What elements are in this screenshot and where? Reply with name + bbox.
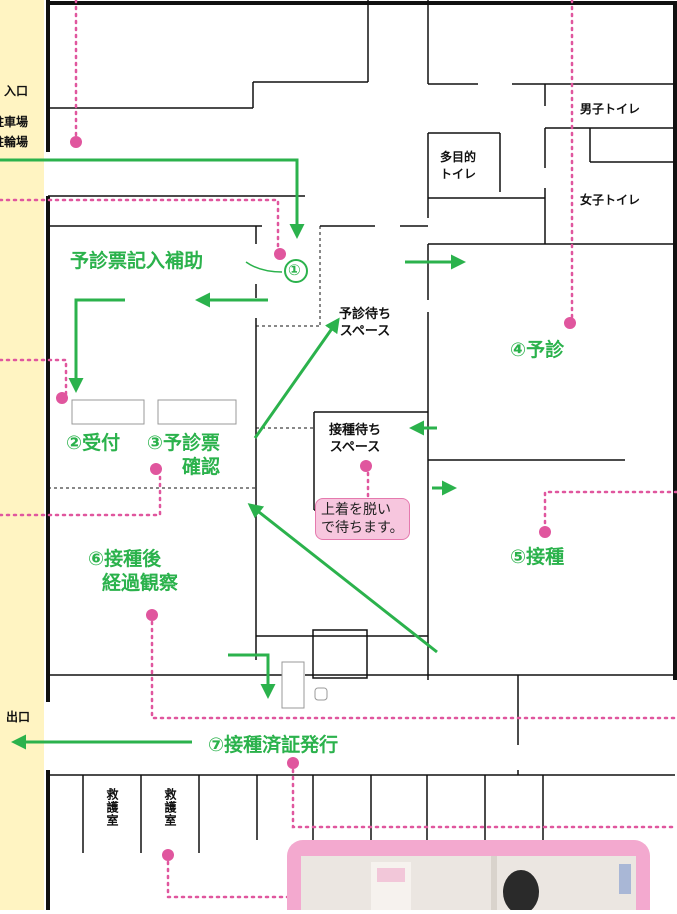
multipurpose-toilet-label: 多目的 トイレ	[440, 150, 477, 181]
step6-label: ⑥接種後 経過観察	[88, 548, 179, 594]
callout-dots	[56, 136, 576, 861]
parking-label: 駐車場	[0, 115, 29, 129]
dot-step5	[539, 526, 551, 538]
step1-label: 予診票記入補助	[70, 250, 204, 272]
dot-parking	[70, 136, 82, 148]
waiting-note: 上着を脱い で待ちます。	[315, 498, 410, 540]
dot-step1	[274, 248, 286, 260]
dot-step4	[564, 317, 576, 329]
dot-waiting	[360, 460, 372, 472]
sidebar-strip	[0, 0, 44, 910]
exam-waiting-label: 予診待ち スペース	[339, 307, 392, 339]
reception-desks	[71, 399, 328, 709]
first-aid-room-1: 救護室	[105, 788, 119, 827]
entrance-label: 入口	[4, 84, 29, 98]
vaccination-waiting-label: 接種待ち スペース	[329, 423, 382, 455]
step4-label: ④予診	[510, 339, 565, 361]
partitions	[48, 226, 321, 489]
staff-photo-frame	[287, 840, 650, 914]
step1-leader	[245, 261, 283, 273]
dot-step7	[287, 757, 299, 769]
mens-toilet-label: 男子トイレ	[580, 102, 641, 116]
step7-label: ⑦接種済証発行	[208, 734, 339, 756]
step3-label: ③予診票 確認	[146, 432, 221, 478]
womens-toilet-label: 女子トイレ	[580, 193, 641, 207]
dot-first-aid	[162, 849, 174, 861]
staff-photo	[301, 856, 636, 914]
route-arrows	[0, 158, 466, 750]
dot-step6	[146, 609, 158, 621]
walls	[46, 0, 677, 910]
first-aid-room-2: 救護室	[163, 788, 177, 827]
dot-step3	[150, 463, 162, 475]
staff-photo-illustration	[301, 856, 636, 914]
bicycle-parking-label: 駐輪場	[0, 135, 29, 149]
step5-label: ⑤接種	[510, 546, 565, 568]
step1-marker-circle	[284, 259, 308, 283]
exit-label: 出口	[6, 710, 31, 724]
step1-marker: ①	[288, 261, 301, 279]
step2-label: ②受付	[66, 432, 121, 454]
dot-step2	[56, 392, 68, 404]
